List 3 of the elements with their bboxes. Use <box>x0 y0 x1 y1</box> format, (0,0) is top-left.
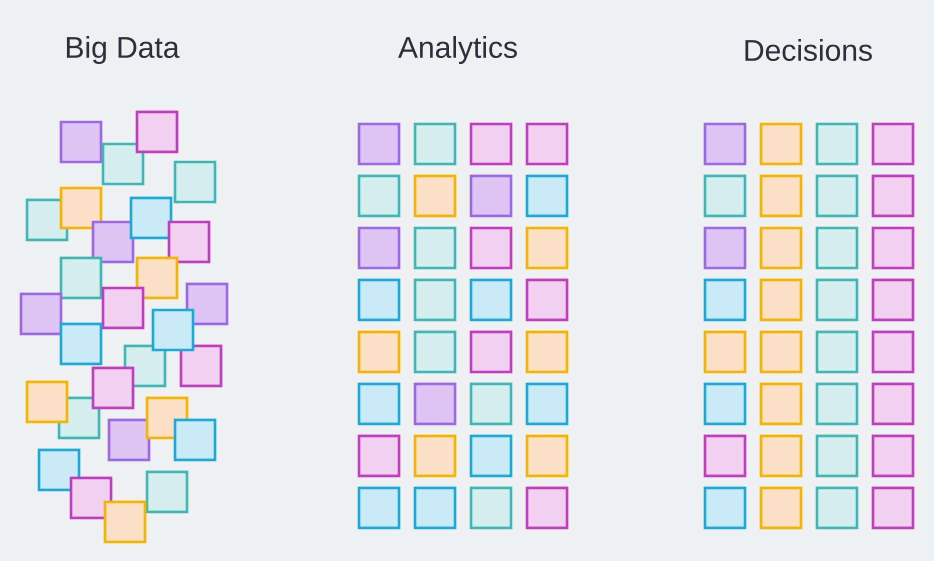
heading: Big Data <box>66 36 180 64</box>
heading: Analytics <box>398 36 517 64</box>
heading: Decisions <box>745 38 872 61</box>
